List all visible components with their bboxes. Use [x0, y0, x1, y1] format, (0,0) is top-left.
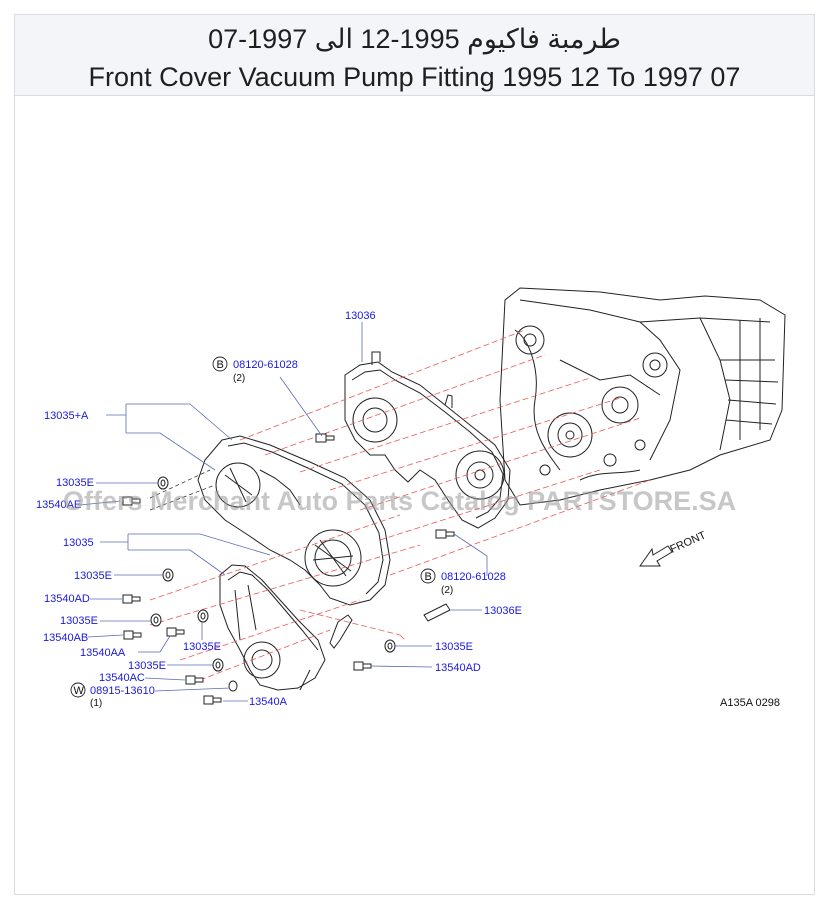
callout-13540ae: 13540AE — [36, 499, 81, 511]
washer-13035e-4 — [197, 609, 209, 623]
washer-13035e-6 — [384, 639, 396, 653]
callout-13540aa: 13540AA — [80, 647, 126, 659]
inner-cover-drawing — [344, 351, 511, 529]
bolt-13540ad-1 — [122, 594, 141, 604]
b-symbol-circle-lower — [420, 568, 436, 584]
washer-13035e-5 — [212, 658, 224, 672]
callout-13035e-1: 13035E — [56, 477, 94, 489]
front-label: FRONT — [668, 529, 708, 555]
fasteners — [122, 433, 455, 705]
washer-13035e-2 — [162, 568, 174, 582]
washer-08915 — [228, 680, 238, 692]
page-header: طرمبة فاكيوم 1995-12 الى 1997-07 Front C… — [15, 15, 814, 96]
callout-13540ac: 13540AC — [99, 672, 145, 684]
outer-cover-drawing — [197, 435, 391, 606]
callout-13540ad-1: 13540AD — [44, 593, 90, 605]
front-direction-indicator: FRONT — [639, 529, 708, 567]
front-arrow-icon — [639, 545, 673, 567]
bolt-13540ab — [123, 630, 142, 640]
washer-13035e-1 — [157, 476, 169, 490]
b-symbol-upper: B — [217, 359, 224, 371]
callout-13035e-4: 13035E — [183, 641, 221, 653]
qty-08120-lower: (2) — [441, 585, 453, 596]
callout-08120-61028-lower: 08120-61028 — [441, 571, 506, 583]
callout-13036e: 13036E — [484, 605, 522, 617]
w-symbol-circle — [70, 682, 86, 698]
callout-13540ad-2: 13540AD — [435, 662, 481, 674]
callout-13035e-5: 13035E — [128, 660, 166, 672]
b-symbol-circle-upper — [212, 356, 228, 372]
callout-13035e-3: 13035E — [60, 615, 98, 627]
callout-13036: 13036 — [345, 310, 376, 322]
title-arabic: طرمبة فاكيوم 1995-12 الى 1997-07 — [208, 24, 621, 54]
callout-13035e-6: 13035E — [435, 641, 473, 653]
lower-cover-drawing — [219, 564, 326, 691]
callout-13035a: 13035+A — [44, 410, 89, 422]
qty-08120-upper: (2) — [233, 373, 245, 384]
hidden-lines — [149, 469, 216, 511]
pin-13036e — [423, 603, 451, 622]
gasket-strip — [329, 614, 353, 649]
bolt-13540ad-2 — [353, 661, 372, 671]
bolt-08120-lower — [435, 529, 455, 539]
engine-block-drawing — [499, 287, 786, 506]
bolt-13540aa — [166, 627, 185, 637]
w-symbol: W — [74, 685, 85, 697]
leader-lines — [79, 322, 488, 702]
callout-08120-61028-upper: 08120-61028 — [233, 359, 298, 371]
washer-13035e-3 — [150, 613, 162, 627]
title-english: Front Cover Vacuum Pump Fitting 1995 12 … — [88, 62, 741, 92]
callout-13035e-2: 13035E — [74, 570, 112, 582]
callout-13540a: 13540A — [249, 696, 288, 708]
callout-labels: 13036 B 08120-61028 (2) 13035+A 13035E 1… — [36, 310, 780, 709]
bolt-08120-upper — [315, 433, 335, 443]
diagram-frame: طرمبة فاكيوم 1995-12 الى 1997-07 Front C… — [14, 14, 815, 895]
callout-13540ab: 13540AB — [43, 632, 88, 644]
bolt-13540a — [203, 695, 222, 705]
callout-08915-13610: 08915-13610 — [90, 685, 155, 697]
diagram-reference-code: A135A 0298 — [720, 697, 780, 709]
bolt-13540ae — [122, 496, 141, 506]
b-symbol-lower: B — [425, 571, 432, 583]
watermark-text: Offers Merchant Auto Parts Catalog PARTS… — [63, 486, 736, 516]
bolt-13540ac — [185, 675, 204, 685]
alignment-lines — [149, 329, 651, 681]
qty-08915: (1) — [90, 698, 102, 709]
callout-13035: 13035 — [63, 537, 94, 549]
